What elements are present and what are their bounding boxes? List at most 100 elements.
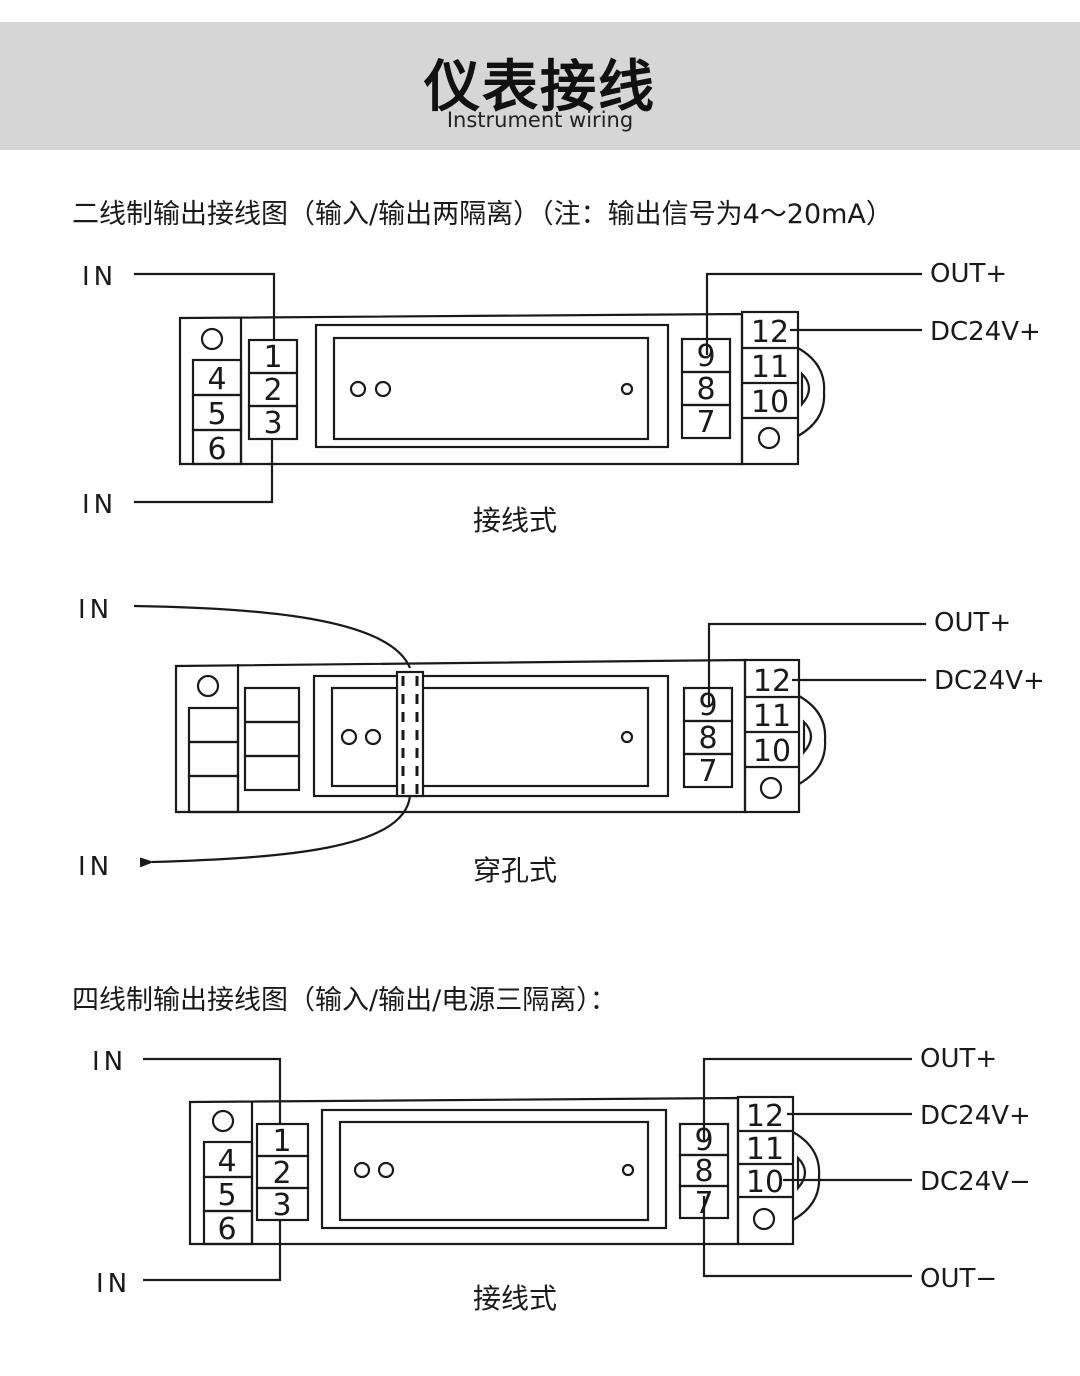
terminal-10-label: 10 <box>746 1165 784 1200</box>
terminal-7-label: 7 <box>696 405 715 440</box>
wire-out-plus <box>702 1057 912 1142</box>
terminal-2-label: 2 <box>272 1156 291 1191</box>
wire-in-through-bottom <box>139 795 412 868</box>
terminal-2-label: 2 <box>263 373 282 408</box>
terminal-6-label: 6 <box>217 1212 236 1247</box>
terminal-cell <box>187 774 240 814</box>
terminal-8-label: 8 <box>696 372 715 407</box>
terminal-10-label: 10 <box>753 734 791 769</box>
label-dc24v-plus: DC24V+ <box>930 317 1041 347</box>
terminal-7-label: 7 <box>698 754 717 789</box>
mounting-clip <box>798 695 827 785</box>
terminal-12-label: 12 <box>751 315 789 350</box>
terminal-cell <box>187 706 240 744</box>
terminal-10-label: 10 <box>751 385 789 420</box>
display-frame <box>320 1108 668 1230</box>
diagram-two-wire-through-hole: 9 8 7 12 11 10 IN IN OUT+ DC24V+ 穿孔式 <box>78 595 1045 887</box>
wire-in-bottom <box>143 1220 282 1282</box>
section-heading-two-wire: 二线制输出接线图（输入/输出两隔离）（注：输出信号为4～20mA） <box>72 199 893 230</box>
label-dc24v-minus: DC24V− <box>920 1167 1031 1197</box>
display-window <box>338 1120 650 1222</box>
display-frame <box>312 674 670 798</box>
screw-hole <box>200 327 224 351</box>
terminal-3-label: 3 <box>272 1188 291 1223</box>
label-dc24v-plus: DC24V+ <box>934 666 1045 696</box>
label-out-plus: OUT+ <box>920 1044 997 1074</box>
terminal-5-label: 5 <box>217 1178 236 1213</box>
label-in-top: IN <box>78 595 113 625</box>
terminal-8-label: 8 <box>694 1154 713 1189</box>
terminal-cell <box>243 720 301 758</box>
terminal-3-label: 3 <box>263 406 282 441</box>
terminal-6-label: 6 <box>207 432 226 467</box>
mounting-clip <box>792 1131 821 1221</box>
indicator-dot <box>353 1161 371 1179</box>
terminal-4-label: 4 <box>217 1144 236 1179</box>
through-hole <box>395 670 425 798</box>
wire-out-minus <box>702 1196 912 1278</box>
terminal-11-label: 11 <box>751 350 789 385</box>
label-in-bottom: IN <box>78 852 113 882</box>
label-in-top: IN <box>82 262 117 292</box>
terminal-11-label: 11 <box>753 699 791 734</box>
wire-out-plus <box>707 622 926 705</box>
wire-in-top <box>143 1057 282 1124</box>
caption-terminal-type: 接线式 <box>473 504 557 537</box>
wire-out-plus <box>705 272 922 355</box>
wire-in-bottom <box>134 439 274 504</box>
diagram-four-wire-terminal: 4 5 6 1 2 3 9 8 7 12 11 10 <box>92 1044 1031 1315</box>
terminal-cell <box>682 752 734 789</box>
screw-hole <box>752 1207 776 1231</box>
label-out-plus: OUT+ <box>930 259 1007 289</box>
indicator-dot <box>340 728 358 746</box>
diagram-two-wire-terminal: 4 5 6 1 2 3 9 8 7 12 11 10 <box>82 259 1041 537</box>
screw-hole <box>759 776 783 800</box>
terminal-cell <box>187 740 240 778</box>
indicator-dot <box>620 382 634 396</box>
caption-through-hole-type: 穿孔式 <box>473 854 557 887</box>
terminal-8-label: 8 <box>698 721 717 756</box>
label-in-bottom: IN <box>96 1269 131 1299</box>
mounting-clip <box>797 347 826 437</box>
indicator-dot <box>364 728 382 746</box>
terminal-cell <box>680 403 732 440</box>
indicator-dot <box>620 730 634 744</box>
terminal-12-label: 12 <box>746 1099 784 1134</box>
right-terminal-block <box>740 310 800 466</box>
right-terminal-block <box>743 658 801 814</box>
label-in-bottom: IN <box>82 490 117 520</box>
page-subtitle: Instrument wiring <box>446 108 634 132</box>
mounting-clip-notch <box>802 719 813 755</box>
display-frame <box>314 323 670 449</box>
page-title: 仪表接线 <box>424 55 656 120</box>
right-terminal-block <box>736 1095 795 1246</box>
screw-hole <box>196 674 220 698</box>
screw-hole <box>757 426 781 450</box>
wire-in-top <box>134 272 276 340</box>
terminal-4-label: 4 <box>207 362 226 397</box>
terminal-11-label: 11 <box>746 1132 784 1167</box>
label-dc24v-plus: DC24V+ <box>920 1101 1031 1131</box>
wire-in-through-top <box>133 604 412 669</box>
header-banner: 仪表接线 Instrument wiring <box>0 22 1080 150</box>
terminal-cell <box>255 1186 310 1222</box>
indicator-dot <box>377 1161 395 1179</box>
screw-hole <box>211 1109 235 1133</box>
display-window <box>330 686 650 788</box>
terminal-1-label: 1 <box>272 1124 291 1159</box>
terminal-cell <box>243 686 301 724</box>
terminal-9-label: 9 <box>696 339 715 374</box>
label-out-plus: OUT+ <box>934 608 1011 638</box>
indicator-dot <box>621 1163 635 1177</box>
terminal-9-label: 9 <box>698 688 717 723</box>
label-in-top: IN <box>92 1047 127 1077</box>
terminal-5-label: 5 <box>207 397 226 432</box>
terminal-12-label: 12 <box>753 664 791 699</box>
terminal-1-label: 1 <box>263 340 282 375</box>
label-out-minus: OUT− <box>920 1264 997 1294</box>
mounting-clip-notch <box>800 371 811 407</box>
caption-terminal-type: 接线式 <box>473 1282 557 1315</box>
indicator-dot <box>349 380 367 398</box>
display-window <box>332 336 650 441</box>
